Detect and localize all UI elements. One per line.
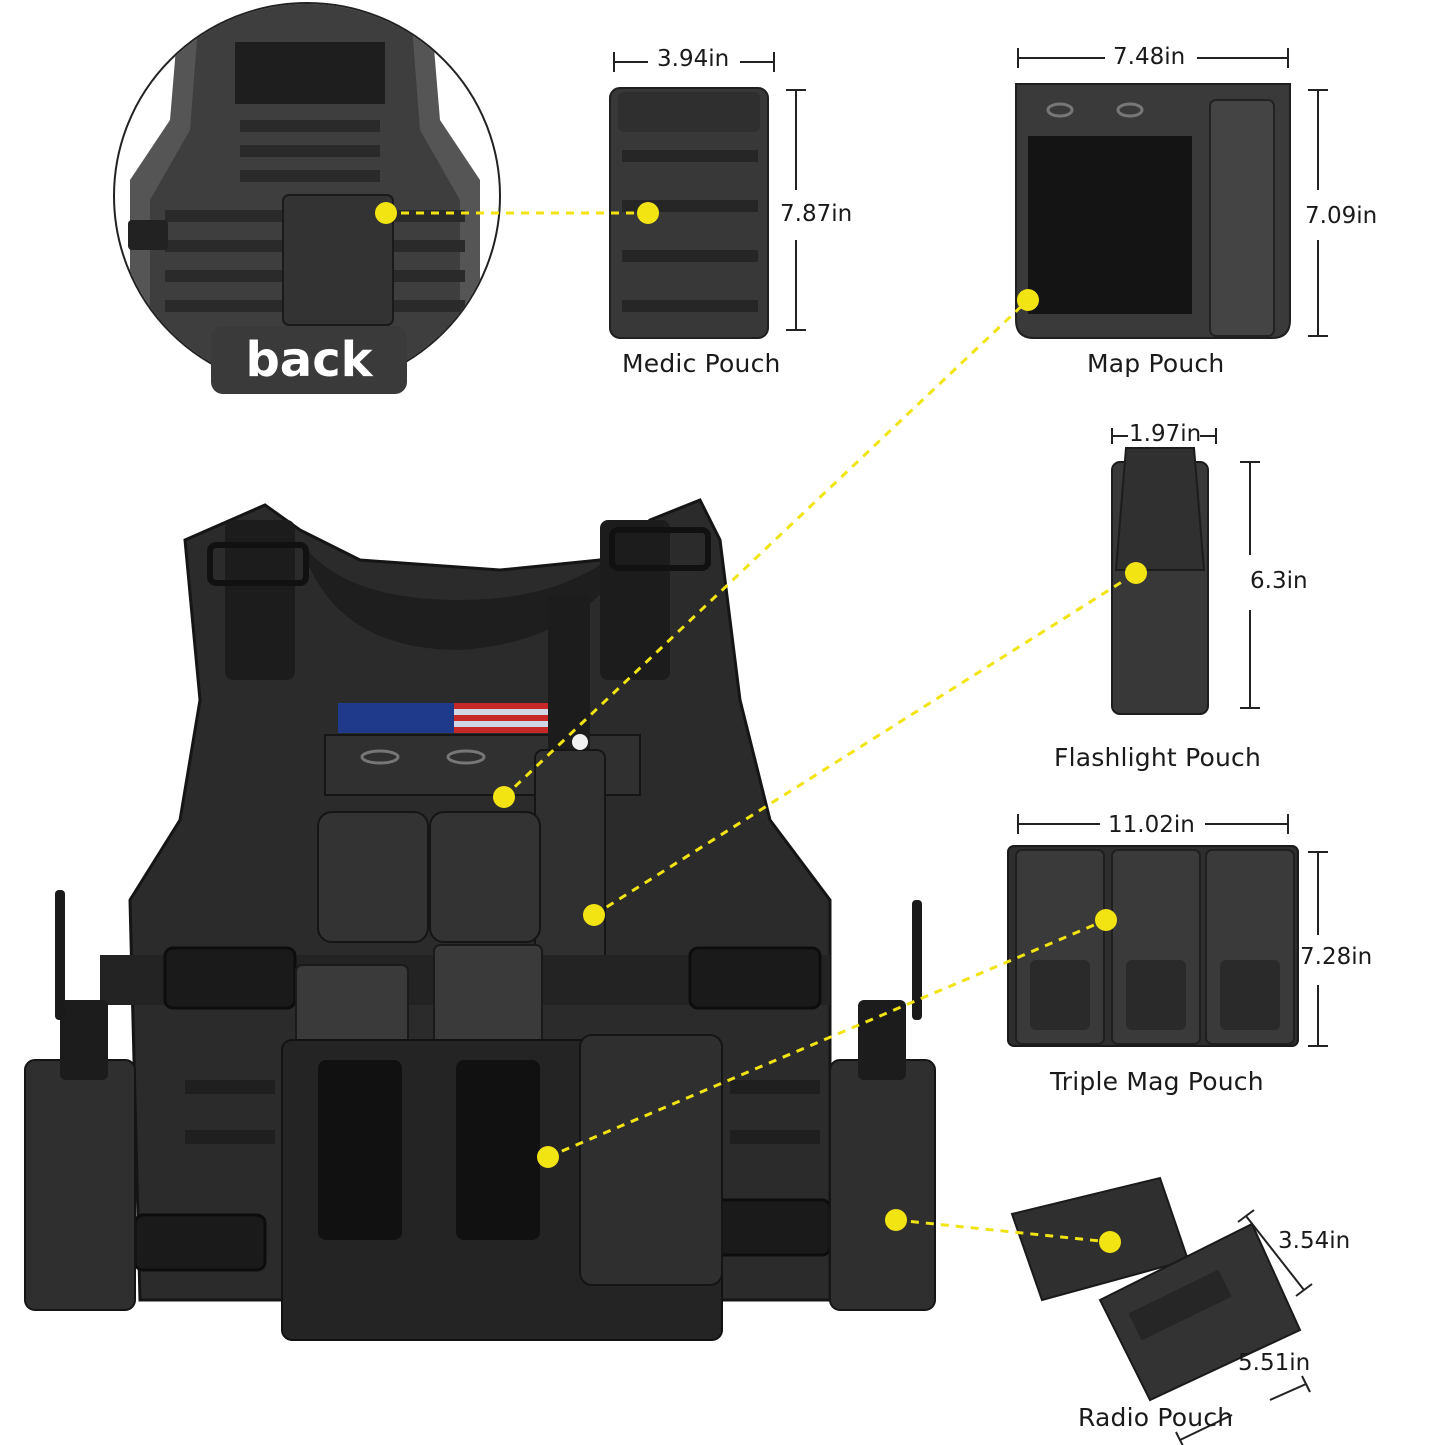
dot-radio: [1099, 1231, 1121, 1253]
flashlight-width-text: 1.97in: [1129, 421, 1202, 447]
triple-mag-height-text: 7.28in: [1300, 944, 1373, 970]
callout-leaders: [386, 211, 1137, 1244]
dot-triple-mag-vest: [537, 1146, 559, 1168]
dot-radio-vest: [885, 1209, 907, 1231]
flashlight-pouch-image: [1111, 447, 1209, 715]
dot-flashlight: [1125, 562, 1147, 584]
vest-front-image: [24, 498, 936, 1341]
dot-medic: [637, 202, 659, 224]
dot-back: [375, 202, 397, 224]
leader-triple-mag: [547, 918, 1107, 1159]
radio-length-text: 5.51in: [1238, 1350, 1311, 1376]
map-height-dimension: [1308, 89, 1328, 337]
medic-pouch-image: [609, 87, 769, 339]
flashlight-height-dimension: [1240, 461, 1260, 709]
dot-map-vest: [493, 786, 515, 808]
dot-map: [1017, 289, 1039, 311]
leader-radio: [895, 1218, 1111, 1244]
triple-mag-pouch-image: [1007, 845, 1299, 1047]
radio-width-dimension: [1237, 1209, 1313, 1297]
medic-pouch-label: Medic Pouch: [622, 349, 781, 378]
radio-width-text: 3.54in: [1278, 1228, 1351, 1254]
back-view-circle: [113, 2, 501, 390]
radio-length-dimension: [1175, 1375, 1311, 1445]
back-badge: back: [211, 326, 407, 394]
radio-pouch-label: Radio Pouch: [1078, 1403, 1234, 1432]
flashlight-pouch-label: Flashlight Pouch: [1054, 743, 1261, 772]
dot-triple-mag: [1095, 909, 1117, 931]
triple-mag-pouch-label: Triple Mag Pouch: [1050, 1067, 1264, 1096]
map-pouch-image: [1015, 83, 1291, 339]
triple-mag-height-dimension: [1308, 851, 1328, 1047]
map-width-dimension: [1017, 48, 1289, 68]
medic-height-dimension: [786, 89, 806, 331]
dot-flashlight-vest: [583, 904, 605, 926]
medic-width-dimension: [613, 52, 775, 72]
flashlight-height-text: 6.3in: [1250, 568, 1308, 594]
flashlight-width-dimension: [1111, 428, 1217, 444]
medic-width-text: 3.94in: [657, 46, 730, 72]
medic-height-text: 7.87in: [780, 201, 853, 227]
callout-dots: [375, 202, 1147, 1253]
map-pouch-label: Map Pouch: [1087, 349, 1225, 378]
leader-map: [502, 298, 1030, 799]
leader-flashlight: [593, 571, 1137, 917]
triple-mag-width-text: 11.02in: [1108, 812, 1195, 838]
map-height-text: 7.09in: [1305, 203, 1378, 229]
triple-mag-width-dimension: [1017, 814, 1289, 834]
map-width-text: 7.48in: [1113, 44, 1186, 70]
